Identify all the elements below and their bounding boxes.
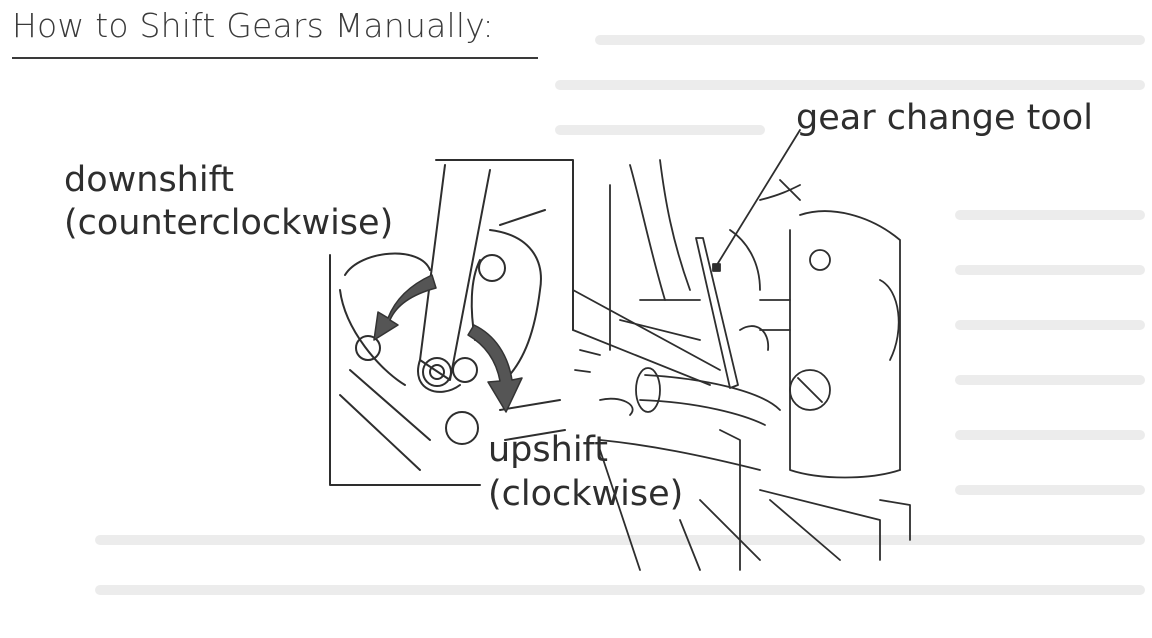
upshift-label: upshift (488, 430, 608, 470)
title-underline (12, 57, 538, 59)
inset-frame (329, 159, 574, 486)
inset-shift-lever (339, 164, 566, 471)
inset-callout-lines (572, 129, 801, 386)
counterclockwise-arrow-icon (373, 274, 437, 341)
downshift-direction-label: (counterclockwise) (64, 203, 394, 243)
clockwise-arrow-icon (467, 324, 523, 413)
downshift-label: downshift (64, 160, 235, 200)
upshift-direction-label: (clockwise) (488, 474, 684, 514)
page-title: How to Shift Gears Manually: (12, 6, 494, 45)
gear-change-tool-label: gear change tool (796, 98, 1093, 138)
engine-illustration (574, 159, 911, 571)
bleed-through-text (95, 35, 1145, 595)
